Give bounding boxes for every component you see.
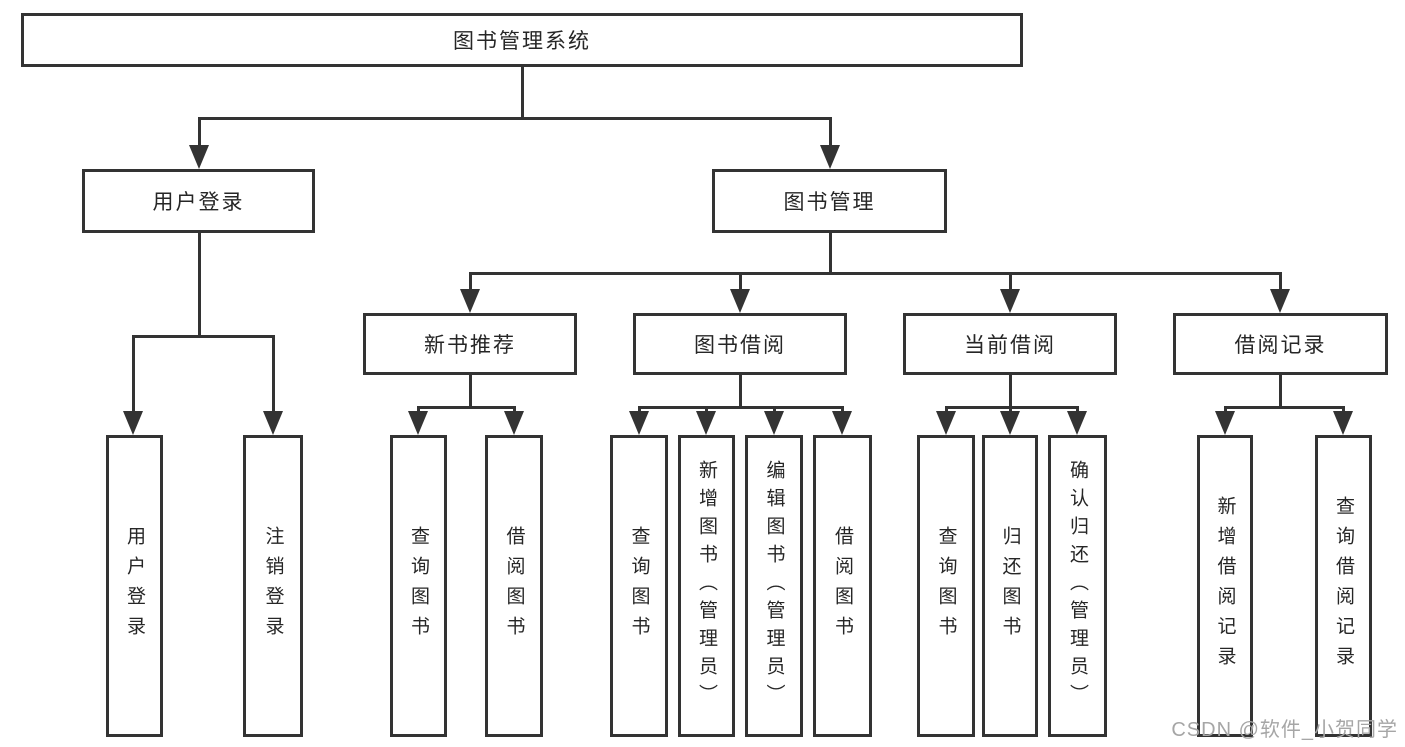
node-book-management: 图书管理 (712, 169, 947, 233)
connector-user-login-h (131, 335, 275, 338)
leaf-br-add-record-label: 新增借阅记录 (1214, 496, 1236, 676)
leaf-br-add-record: 新增借阅记录 (1197, 435, 1253, 737)
arrow-stem (944, 406, 948, 411)
arrow-stem (512, 406, 516, 411)
leaf-nb-query-book-label: 查询图书 (408, 526, 429, 646)
leaf-bb-query-book: 查询图书 (610, 435, 668, 737)
arrow-stem (1341, 406, 1345, 411)
leaf-bb-query-book-label: 查询图书 (628, 526, 650, 646)
leaf-nb-borrow-book-label: 借阅图书 (503, 526, 525, 646)
leaf-cb-query-book: 查询图书 (917, 435, 975, 737)
leaf-br-query-record-label: 查询借阅记录 (1333, 496, 1354, 676)
arrow-stem (738, 272, 742, 289)
node-root-label: 图书管理系统 (453, 30, 591, 53)
leaf-user-login: 用户登录 (106, 435, 163, 737)
arrow-head-icon (123, 411, 143, 435)
connector-book-borrow-v (738, 375, 742, 406)
connector-book-management-h (468, 272, 1282, 275)
node-root: 图书管理系统 (21, 13, 1023, 67)
csdn-watermark: CSDN @软件_小贺同学 (1171, 719, 1398, 741)
arrow-head-icon (1215, 411, 1235, 435)
node-current-borrow-label: 当前借阅 (964, 334, 1056, 357)
arrow-head-icon (1270, 289, 1290, 313)
arrow-head-icon (1000, 411, 1020, 435)
node-book-borrow-label: 图书借阅 (694, 334, 786, 357)
connector-new-book-h (416, 406, 516, 409)
leaf-cb-confirm-return-label: 确认归还（管理员） (1067, 460, 1088, 712)
leaf-logout: 注销登录 (243, 435, 303, 737)
node-borrow-record: 借阅记录 (1173, 313, 1388, 375)
leaf-user-login-label: 用户登录 (124, 526, 145, 646)
connector-user-login-v (197, 233, 201, 335)
arrow-stem (704, 406, 708, 411)
leaf-bb-add-book-label: 新增图书（管理员） (696, 460, 717, 712)
connector-borrow-record-h (1223, 406, 1345, 409)
leaf-cb-return-book: 归还图书 (982, 435, 1038, 737)
connector-borrow-record-v (1278, 375, 1282, 406)
arrow-stem (840, 406, 844, 411)
arrow-head-icon (696, 411, 716, 435)
arrow-head-icon (263, 411, 283, 435)
arrow-stem (271, 335, 275, 411)
leaf-cb-confirm-return: 确认归还（管理员） (1048, 435, 1107, 737)
arrow-head-icon (820, 145, 840, 169)
arrow-stem (1008, 406, 1012, 411)
arrow-head-icon (629, 411, 649, 435)
leaf-nb-borrow-book: 借阅图书 (485, 435, 543, 737)
arrow-head-icon (832, 411, 852, 435)
node-book-management-label: 图书管理 (783, 191, 876, 214)
node-user-login: 用户登录 (82, 169, 315, 233)
connector-root-v (520, 67, 524, 117)
arrow-stem (1075, 406, 1079, 411)
leaf-logout-label: 注销登录 (262, 526, 284, 646)
leaf-bb-borrow-book-label: 借阅图书 (832, 526, 853, 646)
leaf-nb-query-book: 查询图书 (390, 435, 447, 737)
connector-current-borrow-h (944, 406, 1079, 409)
arrow-stem (772, 406, 776, 411)
leaf-bb-edit-book-label: 编辑图书（管理员） (763, 460, 785, 712)
node-new-book-recommend: 新书推荐 (363, 313, 577, 375)
arrow-stem (637, 406, 641, 411)
node-user-login-label: 用户登录 (152, 191, 245, 214)
node-current-borrow: 当前借阅 (903, 313, 1117, 375)
node-new-book-recommend-label: 新书推荐 (424, 334, 516, 357)
arrow-head-icon (764, 411, 784, 435)
arrow-head-icon (460, 289, 480, 313)
arrow-stem (468, 272, 472, 289)
arrow-head-icon (936, 411, 956, 435)
connector-current-borrow-v (1008, 375, 1012, 406)
leaf-cb-return-book-label: 归还图书 (999, 526, 1021, 646)
connector-new-book-v (468, 375, 472, 406)
arrow-stem (197, 117, 201, 145)
node-book-borrow: 图书借阅 (633, 313, 847, 375)
arrow-head-icon (730, 289, 750, 313)
connector-root-h (197, 117, 832, 120)
leaf-bb-add-book: 新增图书（管理员） (678, 435, 735, 737)
leaf-br-query-record: 查询借阅记录 (1315, 435, 1372, 737)
leaf-bb-borrow-book: 借阅图书 (813, 435, 872, 737)
arrow-stem (1008, 272, 1012, 289)
leaf-bb-edit-book: 编辑图书（管理员） (745, 435, 803, 737)
connector-book-management-v (828, 233, 832, 272)
arrow-stem (828, 117, 832, 145)
arrow-head-icon (408, 411, 428, 435)
arrow-head-icon (1000, 289, 1020, 313)
arrow-stem (416, 406, 420, 411)
node-borrow-record-label: 借阅记录 (1234, 334, 1327, 357)
arrow-stem (1278, 272, 1282, 289)
arrow-stem (131, 335, 135, 411)
arrow-head-icon (1333, 411, 1353, 435)
arrow-stem (1223, 406, 1227, 411)
arrow-head-icon (504, 411, 524, 435)
connector-book-borrow-h (637, 406, 844, 409)
arrow-head-icon (1067, 411, 1087, 435)
arrow-head-icon (189, 145, 209, 169)
leaf-cb-query-book-label: 查询图书 (935, 526, 957, 646)
